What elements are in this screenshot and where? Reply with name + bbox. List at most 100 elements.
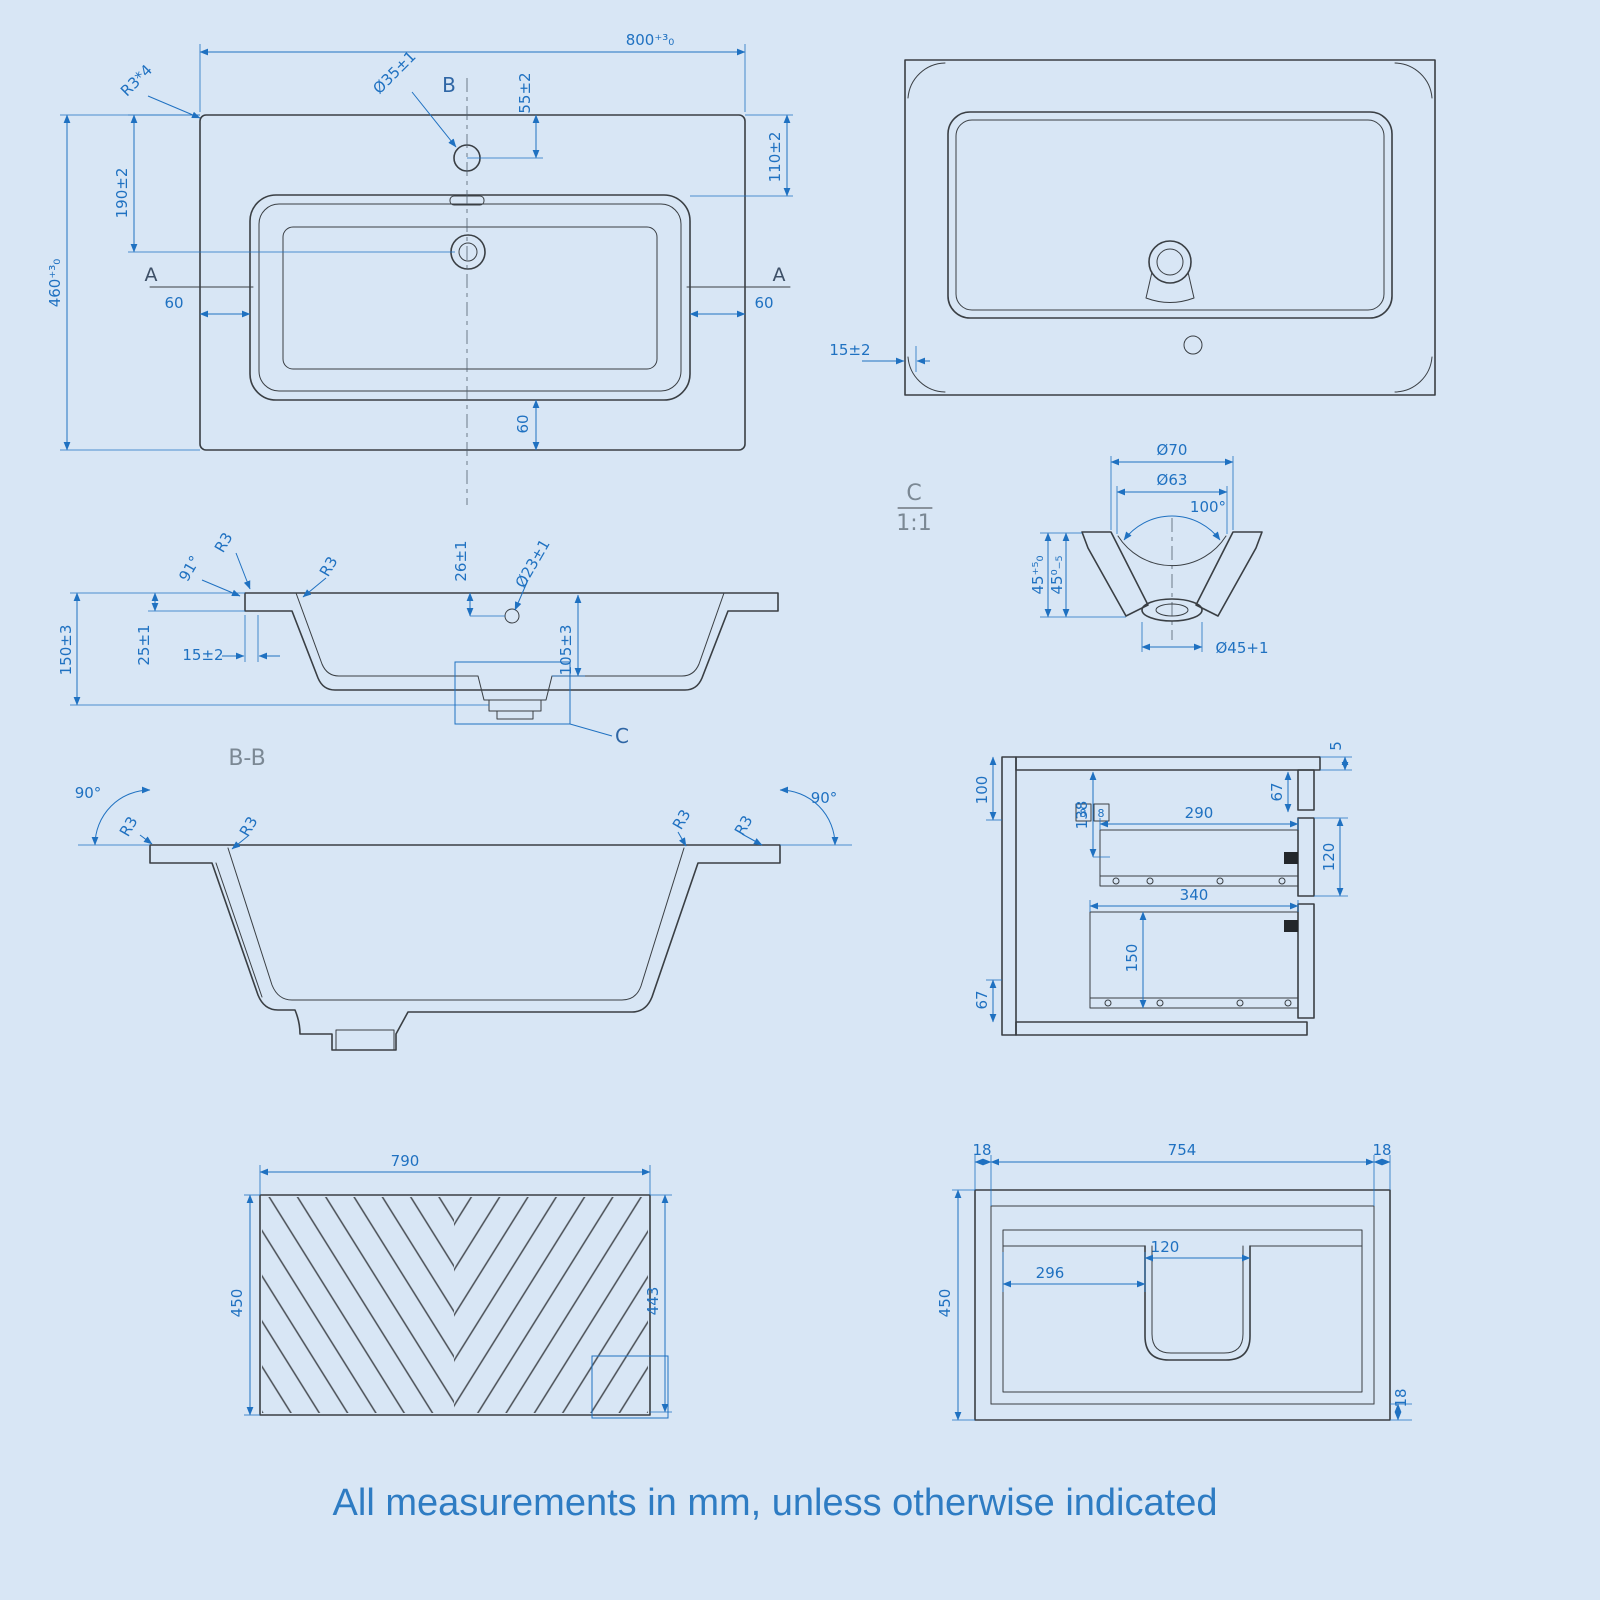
base-panel-view: 790 450 443 xyxy=(228,1152,672,1419)
chevron-left-half xyxy=(262,1197,454,1413)
dim-waste-dia: Ø45+1 xyxy=(1215,639,1268,657)
detail-cone-arc xyxy=(1117,535,1227,567)
siphon-cutout xyxy=(1002,1245,1363,1361)
drawer2-box xyxy=(1089,911,1299,1009)
dim-edge-left: 60 xyxy=(164,294,183,312)
underside-fixing-hole xyxy=(1183,335,1203,355)
dim-overhang: 5 xyxy=(1327,741,1345,751)
dim-drawer1-width: 290 xyxy=(1185,804,1214,822)
basin-outline xyxy=(199,114,746,451)
detail-c-label: C xyxy=(906,481,921,506)
cabinet-side-view: 5 100 67 138 8 8 290 120 340 150 67 xyxy=(973,741,1352,1036)
underside-waste-outer xyxy=(1148,240,1192,284)
detail-waste-inner xyxy=(1155,603,1189,617)
dim-cutout: 120 xyxy=(1151,1238,1180,1256)
dim-drawer-drop: 138 xyxy=(1073,801,1091,830)
dim-drain-offset: 190±2 xyxy=(113,168,131,219)
dim-height: 150±3 xyxy=(57,625,75,676)
detail-c-ref: C xyxy=(615,724,629,748)
section-b-outer-profile xyxy=(149,844,781,1051)
dim-front-width: 754 xyxy=(1168,1141,1197,1159)
cabinet-front-frame xyxy=(974,1189,1391,1421)
dim-rail-bottom: 67 xyxy=(973,990,991,1009)
underside-outline xyxy=(904,59,1436,396)
base-panel-outline xyxy=(259,1194,651,1416)
dim-lip: 15±2 xyxy=(182,646,223,664)
detail-c-scale: 1:1 xyxy=(896,511,931,536)
dim-drawer2-height: 150 xyxy=(1123,944,1141,973)
dim-cone-angle: 100° xyxy=(1190,498,1226,516)
base-panel-dimension-lines xyxy=(244,1165,672,1416)
section-b-dimension-lines xyxy=(78,786,852,850)
underside-dimension-lines xyxy=(862,346,930,372)
waste-hole-inner xyxy=(458,242,478,262)
dim-drawer2-width: 340 xyxy=(1180,886,1209,904)
dim-depth-lower: 45⁰₋₅ xyxy=(1048,555,1066,594)
dim-top-gap: 100 xyxy=(973,776,991,805)
sheet-caption: All measurements in mm, unless otherwise… xyxy=(333,1482,1218,1524)
dim-rim-top: 110±2 xyxy=(766,132,784,183)
bowl-floor xyxy=(282,226,658,370)
cabinet-top-rail xyxy=(1297,769,1315,811)
detail-wall-left xyxy=(1081,531,1149,617)
hinge-label-right: 8 xyxy=(1098,807,1105,820)
basin-underside-view: 15±2 xyxy=(829,59,1436,396)
dim-angle-right: 90° xyxy=(811,789,838,807)
section-b-title: B-B xyxy=(228,746,265,771)
underside-corner-arcs xyxy=(907,62,1433,393)
detail-c-box xyxy=(454,661,571,725)
dim-outer-dia: Ø70 xyxy=(1157,441,1188,459)
dim-depth: 460⁺³₀ xyxy=(46,259,64,308)
dim-edge-right: 60 xyxy=(754,294,773,312)
dim-angle-left: 90° xyxy=(75,784,102,802)
cabinet-front-dimension-lines xyxy=(952,1155,1412,1421)
detail-c-dimension-lines xyxy=(1040,456,1234,652)
dim-panel-height-right: 443 xyxy=(644,1287,662,1316)
dim-shelf-left: 296 xyxy=(1036,1264,1065,1282)
plan-dimension-lines xyxy=(60,44,793,451)
section-b-waste-tab xyxy=(335,1029,395,1051)
dim-apron: 25±1 xyxy=(135,624,153,665)
cabinet-left-panel xyxy=(1001,756,1017,1036)
dim-front-height2: 450 xyxy=(936,1289,954,1318)
detail-waste-outer xyxy=(1141,598,1203,622)
dim-side-right: 18 xyxy=(1372,1141,1391,1159)
dim-edge-bottom: 60 xyxy=(514,414,532,433)
section-a-letter-right: A xyxy=(773,264,786,286)
section-a-outer-profile xyxy=(244,592,779,691)
underside-waste-boss xyxy=(1145,271,1195,303)
bowl-rim-outer xyxy=(249,194,691,401)
dim-tap-offset: 55±2 xyxy=(516,72,534,113)
underside-recess-inner xyxy=(955,119,1385,311)
cabinet-side-dimension-lines xyxy=(986,756,1352,1023)
dim-panel-height-left: 450 xyxy=(228,1289,246,1318)
section-a-dimension-lines xyxy=(70,552,585,706)
dim-depth-upper: 45⁺⁵₀ xyxy=(1029,555,1047,594)
dim-bowl-depth: 105±3 xyxy=(557,625,575,676)
dim-inner-dia: Ø63 xyxy=(1157,471,1188,489)
hinge-label-left: 8 xyxy=(1080,807,1087,820)
dim-wall: 15±2 xyxy=(829,341,870,359)
dim-panel-width: 790 xyxy=(391,1152,420,1170)
dim-rail-top: 67 xyxy=(1268,782,1286,801)
cabinet-bottom-panel xyxy=(1015,1021,1308,1036)
bowl-rim-inner xyxy=(258,203,682,392)
cabinet-top-panel xyxy=(1015,756,1321,771)
dim-width: 800⁺³₀ xyxy=(626,31,675,49)
detail-c-leader xyxy=(569,723,613,737)
detail-c-view: C 1:1 Ø70 Ø63 100° 45⁺⁵₀ 45⁰₋₅ xyxy=(896,441,1268,657)
underside-recess-outer xyxy=(947,111,1393,319)
section-a-letter-left: A xyxy=(145,264,158,286)
chevron-right-half xyxy=(454,1197,648,1413)
dim-hole-depth: 26±1 xyxy=(452,540,470,581)
cabinet-front-view: 18 754 18 450 296 120 18 xyxy=(936,1141,1412,1421)
dim-side-left: 18 xyxy=(972,1141,991,1159)
section-b-bowl-profile xyxy=(227,847,685,1001)
detail-wall-right xyxy=(1195,531,1263,617)
section-b-wall-inner xyxy=(215,862,263,998)
underside-waste-inner xyxy=(1156,248,1184,276)
cabinet-back-panel xyxy=(1002,1229,1363,1393)
section-a-waste-fitting xyxy=(488,699,542,720)
